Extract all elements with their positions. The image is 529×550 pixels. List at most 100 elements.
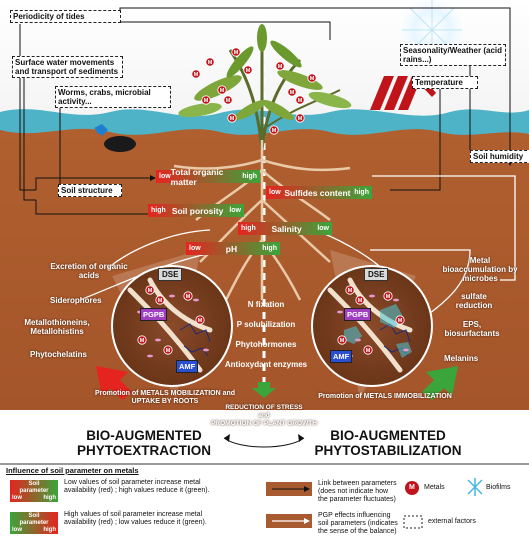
metal-marker: [227, 113, 237, 123]
balance-arrow-left: [224, 434, 230, 442]
legend-red-green-text: Low values of soil parameter increase me…: [64, 479, 210, 494]
phytostabilization-title: BIO-AUGMENTED PHYTOSTABILIZATION: [298, 428, 478, 458]
circle-roots: [127, 277, 413, 373]
metal-marker-label: M: [272, 128, 277, 134]
metal-marker-label: M: [278, 64, 283, 70]
legend-param-gr-2: parameter: [19, 520, 49, 526]
metal-marker-label: M: [158, 298, 163, 304]
metal-marker: [163, 345, 173, 355]
right-rhizosphere-circle: [311, 265, 433, 387]
sulfides-high: high: [354, 189, 369, 196]
left-mobilization-arrow: [96, 366, 132, 400]
metal-marker-label: M: [166, 348, 171, 354]
metal-marker: [307, 73, 317, 83]
plant: [178, 24, 352, 151]
ph-high: high: [262, 245, 277, 252]
temperature-label: Temperature: [412, 76, 478, 89]
sulfides-name: Sulfides content: [284, 187, 351, 198]
legend-metals-text: Metals: [424, 484, 445, 491]
metal-marker-label: M: [398, 318, 403, 324]
legend-heading: Influence of soil parameter on metals: [6, 466, 139, 475]
p-solubilization-label: P solubilization: [236, 320, 296, 329]
periodicity-label: Periodicity of tides: [10, 10, 121, 23]
metal-marker: [275, 61, 285, 71]
ph-low: low: [189, 245, 201, 252]
legend-param-rg-2: parameter: [19, 488, 49, 494]
legend-metal-icon: [405, 481, 419, 495]
melanins-label: Melanins: [444, 354, 479, 363]
seasonality-label: Seasonality/Weather (acid rains...): [400, 44, 506, 66]
metal-marker: [243, 65, 253, 75]
soil-structure-label: Soil structure: [58, 184, 122, 197]
eps-label: EPS, biosurfactants: [444, 320, 500, 338]
excretion-label: Excretion of organic acids: [50, 262, 128, 280]
porosity-name: Soil porosity: [171, 205, 224, 216]
phytoextraction-title: BIO-AUGMENTED PHYTOEXTRACTION: [64, 428, 224, 458]
external-links: [19, 7, 511, 215]
phytohormones-label: Phytohormones: [235, 340, 297, 349]
legend-metal-symbol: M: [409, 484, 415, 491]
metal-marker-label: M: [226, 98, 231, 104]
bioaccumulation-label: Metal bioaccumulation by microbes: [442, 256, 518, 283]
legend-param-rg-1: Soil: [28, 481, 40, 487]
left-pgpb-tag: PGPB: [140, 308, 168, 321]
metal-marker: [363, 345, 373, 355]
metal-marker: [295, 113, 305, 123]
metal-marker-label: M: [366, 348, 371, 354]
center-growth-arrow: [252, 382, 276, 398]
metal-marker-label: M: [340, 338, 345, 344]
metal-marker-label: M: [204, 98, 209, 104]
left-dse-tag: DSE: [158, 268, 183, 281]
legend-gr-low: low: [12, 527, 22, 533]
metal-marker-label: M: [148, 288, 153, 294]
legend-biofilm-icon: [467, 478, 483, 496]
metal-marker-label: M: [310, 76, 315, 82]
legend-swatch-green-red: [10, 512, 58, 534]
metal-marker: [355, 295, 365, 305]
total-organic-matter-bar: low Total organic matter high: [156, 167, 260, 187]
phytoextraction-title-line2: PHYTOEXTRACTION: [76, 443, 211, 458]
legend-external-swatch: [403, 515, 423, 529]
metal-marker-label: M: [140, 338, 145, 344]
metal-marker-label: M: [194, 72, 199, 78]
legend-external-text: external factors: [428, 518, 476, 525]
stress-line-2: and: [258, 412, 270, 419]
metallothioneins-label: Metallothioneins, Metallohistins: [24, 318, 90, 336]
stress-reduction-label: REDUCTION OF STRESS and PROMOTION OF PLA…: [204, 404, 324, 428]
stress-line-1: REDUCTION OF STRESS: [225, 404, 303, 411]
phytostabilization-title-line2: PHYTOSTABILIZATION: [314, 443, 462, 458]
metal-marker: [205, 57, 215, 67]
sulfides-bar: low Sulfides content high: [266, 186, 372, 199]
antioxidant-label: Antioxydant enzymes: [224, 360, 308, 369]
metal-marker-label: M: [208, 60, 213, 66]
metal-marker-label: M: [198, 318, 203, 324]
metal-marker: [191, 69, 201, 79]
porosity-high: high: [151, 207, 166, 214]
sediment-organisms: [94, 124, 136, 152]
metal-marker-label: M: [234, 50, 239, 56]
salinity-name: Salinity: [271, 223, 302, 234]
balance-arc: [223, 437, 305, 448]
legend-swatch-red-green: [10, 480, 58, 502]
metal-marker-label: M: [290, 90, 295, 96]
metal-marker: [337, 335, 347, 345]
metal-marker-label: M: [298, 116, 303, 122]
right-promotion-label: Promotion of METALS IMMOBILIZATION: [318, 393, 452, 400]
metal-marker-label: M: [246, 68, 251, 74]
toc-low: low: [159, 173, 171, 180]
porosity-low: low: [229, 207, 241, 214]
n-fixation-label: N fixation: [247, 300, 285, 309]
metal-marker: [395, 315, 405, 325]
metal-marker: [183, 291, 193, 301]
left-amf-tag: AMF: [176, 360, 199, 373]
metal-marker-label: M: [186, 294, 191, 300]
metal-marker-label: M: [348, 288, 353, 294]
metal-marker-label: M: [230, 116, 235, 122]
left-rhizosphere-circle: [111, 265, 233, 387]
legend-green-red-text: High values of soil parameter increase m…: [64, 511, 207, 526]
metal-marker: [231, 47, 241, 57]
